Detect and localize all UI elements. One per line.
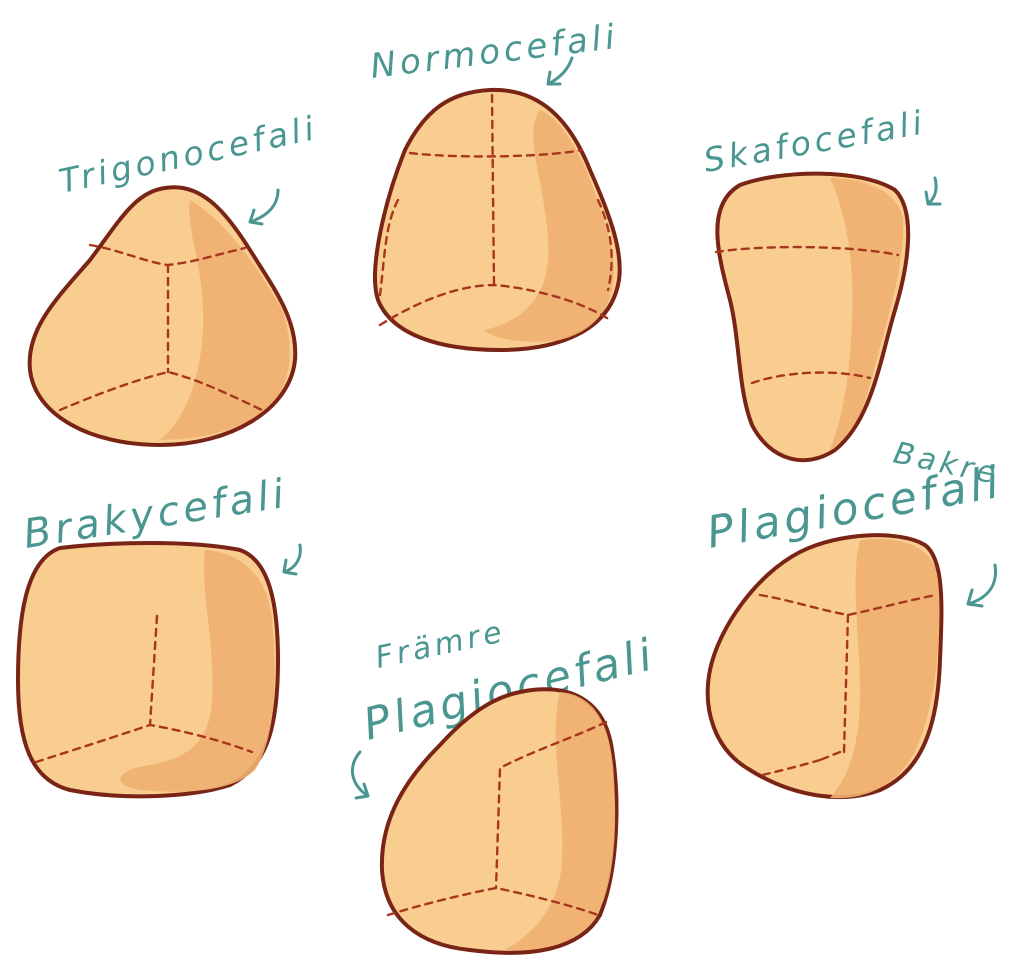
framre-plagiocefali-arrow-icon	[352, 752, 368, 798]
trigonocefali-label: Trigonocefali	[56, 108, 322, 201]
brakycefali-group: Brakycefali	[18, 471, 300, 797]
framre-prefix-label: Främre	[372, 614, 508, 676]
normocefali-label: Normocefali	[368, 17, 620, 87]
skafocefali-arrow-icon	[926, 178, 940, 204]
trigonocefali-group: Trigonocefali	[30, 108, 321, 445]
bakre-plagiocefali-group: Bakre Plagiocefali	[703, 436, 1006, 799]
brakycefali-arrow-icon	[284, 545, 300, 574]
skafocefali-label: Skafocefali	[701, 102, 929, 179]
framre-plagiocefali-group: Främre Plagiocefali	[352, 614, 660, 953]
trigonocefali-arrow-icon	[250, 190, 278, 224]
skafocefali-group: Skafocefali	[701, 102, 940, 460]
normocefali-group: Normocefali	[368, 17, 620, 350]
bakre-plagiocefali-arrow-icon	[968, 565, 996, 606]
